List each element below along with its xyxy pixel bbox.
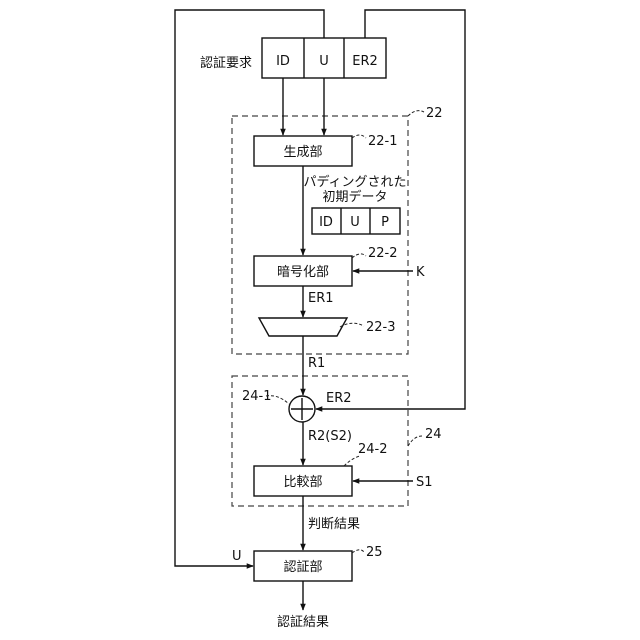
selector-trapezoid: [259, 318, 347, 336]
encryptor-leader: [352, 254, 366, 258]
authenticator-ref: 25: [366, 545, 383, 560]
comparator-label: 比較部: [283, 475, 322, 490]
er1-label: ER1: [308, 291, 334, 306]
group-24-ref: 24: [425, 427, 442, 442]
r2-s2-label: R2(S2): [308, 429, 352, 444]
auth-request-label: 認証要求: [200, 55, 252, 71]
xor-ref: 24-1: [242, 389, 272, 404]
comparator-leader: [344, 456, 360, 466]
padded-field-p: P: [381, 215, 389, 230]
request-field-er2: ER2: [352, 54, 378, 69]
judgment-label: 判断結果: [308, 517, 360, 532]
request-field-id: ID: [276, 54, 290, 69]
padded-data-line1: パディングされた: [303, 174, 406, 190]
generator-label: 生成部: [283, 145, 322, 160]
key-input-label: K: [416, 265, 425, 280]
generator-leader: [352, 135, 366, 138]
group-24-leader: [408, 436, 422, 446]
comparator-ref: 24-2: [358, 442, 388, 457]
u-input-label: U: [232, 549, 242, 564]
authenticator-leader: [352, 550, 364, 553]
padded-field-id: ID: [319, 215, 333, 230]
padded-field-u: U: [350, 215, 360, 230]
request-field-u: U: [319, 54, 329, 69]
s1-input-label: S1: [416, 475, 433, 490]
xor-er2-label: ER2: [326, 391, 352, 406]
xor-operator: [289, 396, 315, 422]
padded-data-line2: 初期データ: [322, 189, 387, 205]
encryptor-label: 暗号化部: [277, 265, 329, 280]
selector-ref: 22-3: [366, 320, 396, 335]
generator-ref: 22-1: [368, 134, 398, 149]
encryptor-ref: 22-2: [368, 246, 398, 261]
r1-label: R1: [308, 356, 325, 371]
group-22-leader: [408, 111, 424, 116]
auth-result-label: 認証結果: [277, 614, 329, 630]
authenticator-label: 認証部: [283, 559, 322, 575]
group-22-ref: 22: [426, 106, 443, 121]
padded-data-fields: ID U P: [312, 208, 400, 234]
auth-request-fields: ID U ER2: [262, 38, 386, 78]
